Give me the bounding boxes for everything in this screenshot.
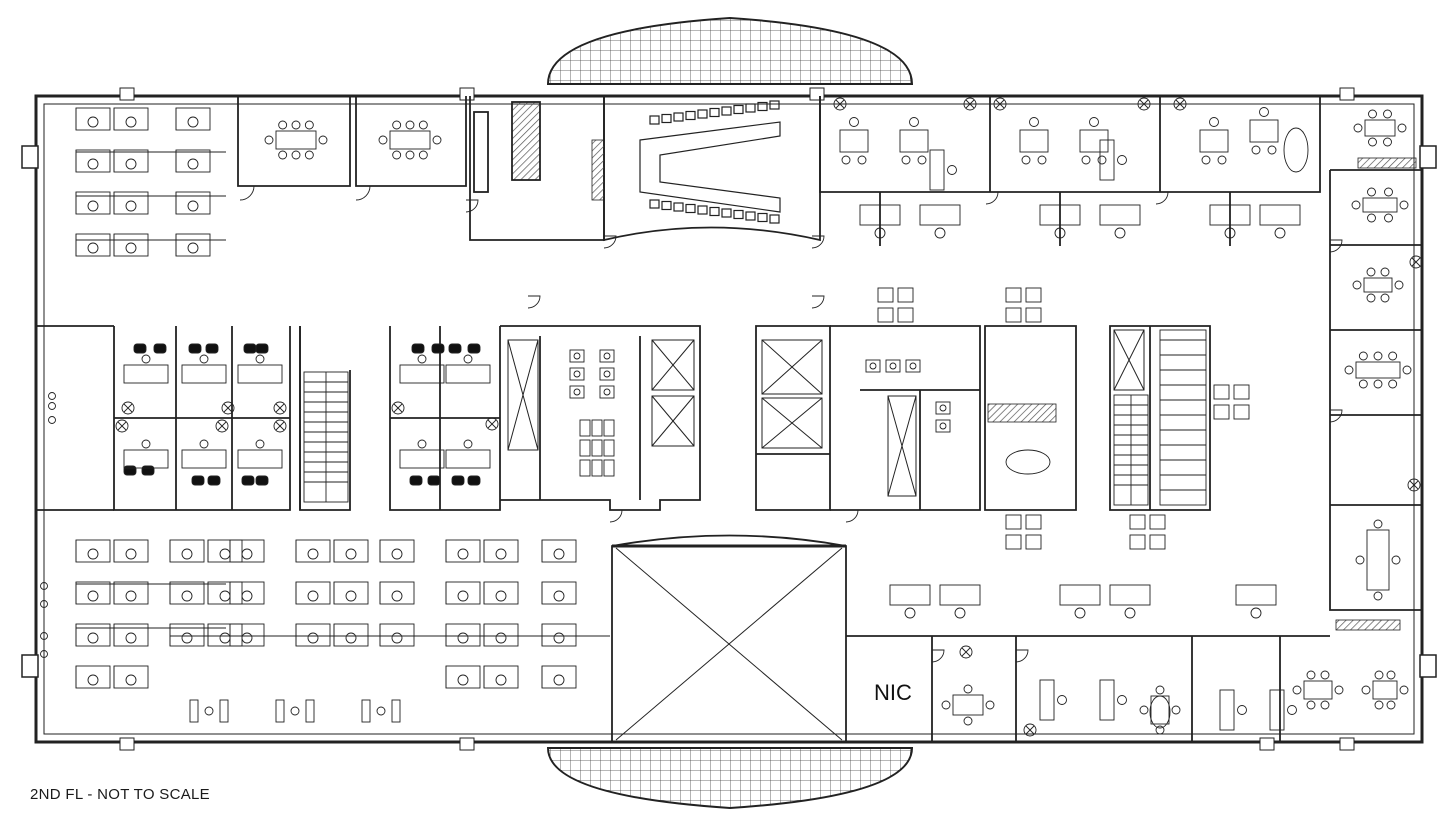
north-canopy (546, 16, 914, 85)
atrium-void (612, 544, 846, 741)
interior-walls (36, 96, 1422, 743)
south-canopy (546, 747, 914, 810)
core-shafts (507, 329, 1145, 497)
furniture (40, 97, 1423, 737)
room-label-nic: NIC (874, 680, 912, 705)
plan-caption: 2ND FL - NOT TO SCALE (30, 786, 210, 803)
stairs (303, 329, 1207, 506)
boardroom-table (639, 100, 781, 224)
hatched-panels (591, 139, 1417, 631)
